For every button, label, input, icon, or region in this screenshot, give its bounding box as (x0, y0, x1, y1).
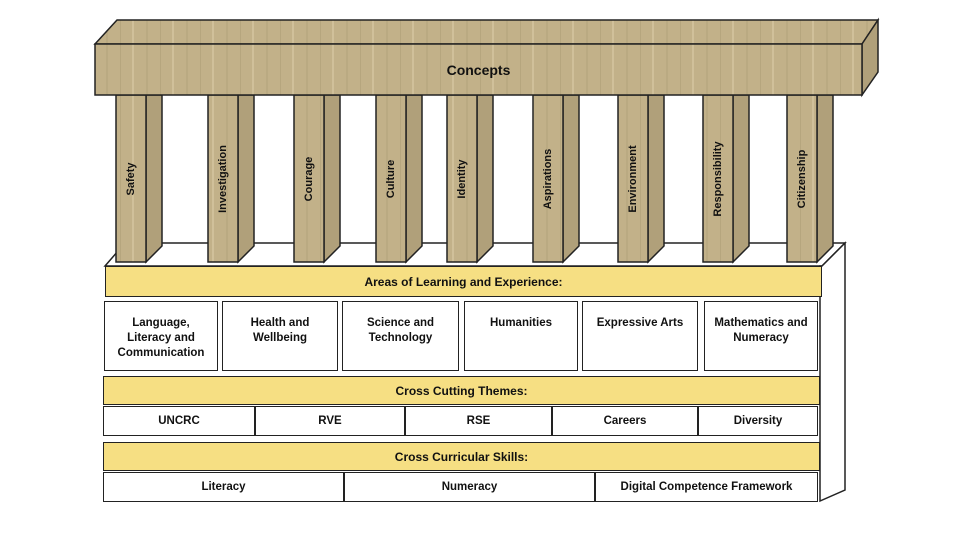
pillar-courage (293, 94, 325, 263)
skills-item: Digital Competence Framework (595, 472, 818, 502)
pillars-group (115, 94, 834, 264)
pillar-investigation (207, 94, 239, 263)
pillar-identity (446, 94, 478, 263)
pillar-side (405, 94, 423, 264)
pillar-side (732, 94, 750, 264)
areas-item: Science and Technology (342, 301, 459, 371)
pillar-side (647, 94, 665, 264)
base-side (819, 241, 846, 503)
pillar-label: Investigation (217, 145, 229, 213)
pillar-citizenship (786, 94, 818, 263)
areas-heading: Areas of Learning and Experience: (105, 266, 822, 297)
pillar-label: Citizenship (796, 149, 808, 209)
pillar-culture (375, 94, 407, 263)
areas-item: Health and Wellbeing (222, 301, 338, 371)
pillar-label: Aspirations (542, 148, 554, 210)
skills-heading: Cross Curricular Skills: (103, 442, 820, 471)
concepts-title: Concepts (446, 61, 511, 78)
pillar-label: Responsibility (712, 141, 724, 217)
areas-item: Mathematics and Numeracy (704, 301, 818, 371)
pillar-environment (617, 94, 649, 263)
pillar-label: Identity (456, 159, 468, 199)
themes-item: UNCRC (103, 406, 255, 436)
pillar-side (145, 94, 163, 264)
pillar-label: Safety (125, 162, 137, 196)
pillar-side (237, 94, 255, 264)
pillar-side (562, 94, 580, 264)
pillar-label: Culture (385, 159, 397, 199)
beam-front (94, 43, 863, 96)
pillar-side (476, 94, 494, 264)
themes-item: Diversity (698, 406, 818, 436)
themes-item: RVE (255, 406, 405, 436)
themes-heading: Cross Cutting Themes: (103, 376, 820, 405)
beam-top (93, 19, 880, 45)
skills-item: Numeracy (344, 472, 595, 502)
skills-item: Literacy (103, 472, 344, 502)
pillar-side (816, 94, 834, 264)
themes-item: Careers (552, 406, 698, 436)
themes-item: RSE (405, 406, 552, 436)
areas-item: Language, Literacy and Communication (104, 301, 218, 371)
pillar-safety (115, 94, 147, 263)
pillar-responsibility (702, 94, 734, 263)
areas-item: Expressive Arts (582, 301, 698, 371)
pillar-label: Environment (627, 145, 639, 213)
pillar-label: Courage (303, 156, 315, 202)
pillar-side (323, 94, 341, 264)
areas-item: Humanities (464, 301, 578, 371)
